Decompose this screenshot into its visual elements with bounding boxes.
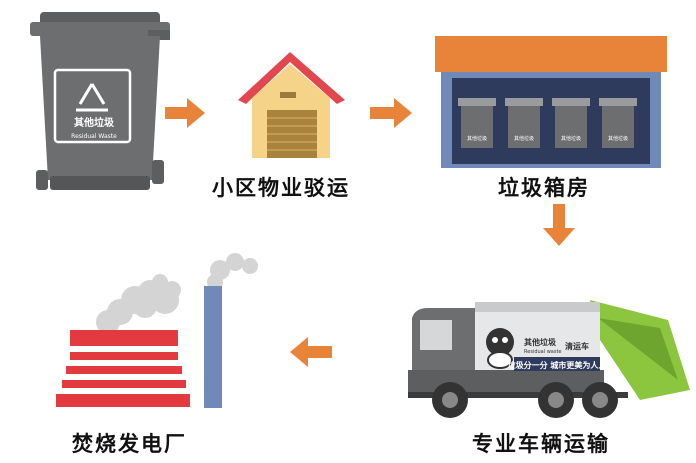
garbage-truck-icon <box>408 300 690 418</box>
step-label-community-transfer: 小区物业驳运 <box>212 176 350 200</box>
smoke-icon <box>96 253 258 334</box>
recycle-icon <box>76 83 108 112</box>
small-bin-label: 其他垃圾 <box>561 135 581 142</box>
step-label-garbage-room: 垃圾箱房 <box>498 176 590 200</box>
truck-bin-label: 其他垃圾 <box>524 337 556 347</box>
small-bin-icon <box>458 98 496 148</box>
arrow-down-icon <box>543 204 575 246</box>
step-label-incineration-plant: 焚烧发电厂 <box>72 432 187 456</box>
small-bin-label: 其他垃圾 <box>608 135 628 142</box>
truck-bin-label-en: Residual waste <box>524 349 562 355</box>
garbage-room-icon <box>435 36 667 168</box>
bin-label-cn: 其他垃圾 <box>74 116 115 129</box>
bin-label-en: Residual Waste <box>71 133 117 140</box>
arrow-right-icon <box>370 98 412 128</box>
arrow-left-icon <box>290 337 332 367</box>
cow-mascot-icon <box>486 328 514 369</box>
small-bin-icon <box>552 98 590 148</box>
truck-type-label: 清运车 <box>565 341 589 351</box>
arrow-right-icon <box>165 98 205 128</box>
small-bin-label: 其他垃圾 <box>514 135 534 142</box>
small-bin-icon <box>599 98 637 148</box>
truck-slogan: 垃圾分一分 城市更美为人人 <box>508 360 608 370</box>
residual-waste-bin-icon <box>30 12 170 190</box>
house-icon <box>238 52 345 158</box>
step-label-truck-transport: 专业车辆运输 <box>472 432 610 456</box>
incineration-plant-icon <box>52 253 258 408</box>
small-bin-label: 其他垃圾 <box>467 135 487 142</box>
small-bin-icon <box>505 98 543 148</box>
